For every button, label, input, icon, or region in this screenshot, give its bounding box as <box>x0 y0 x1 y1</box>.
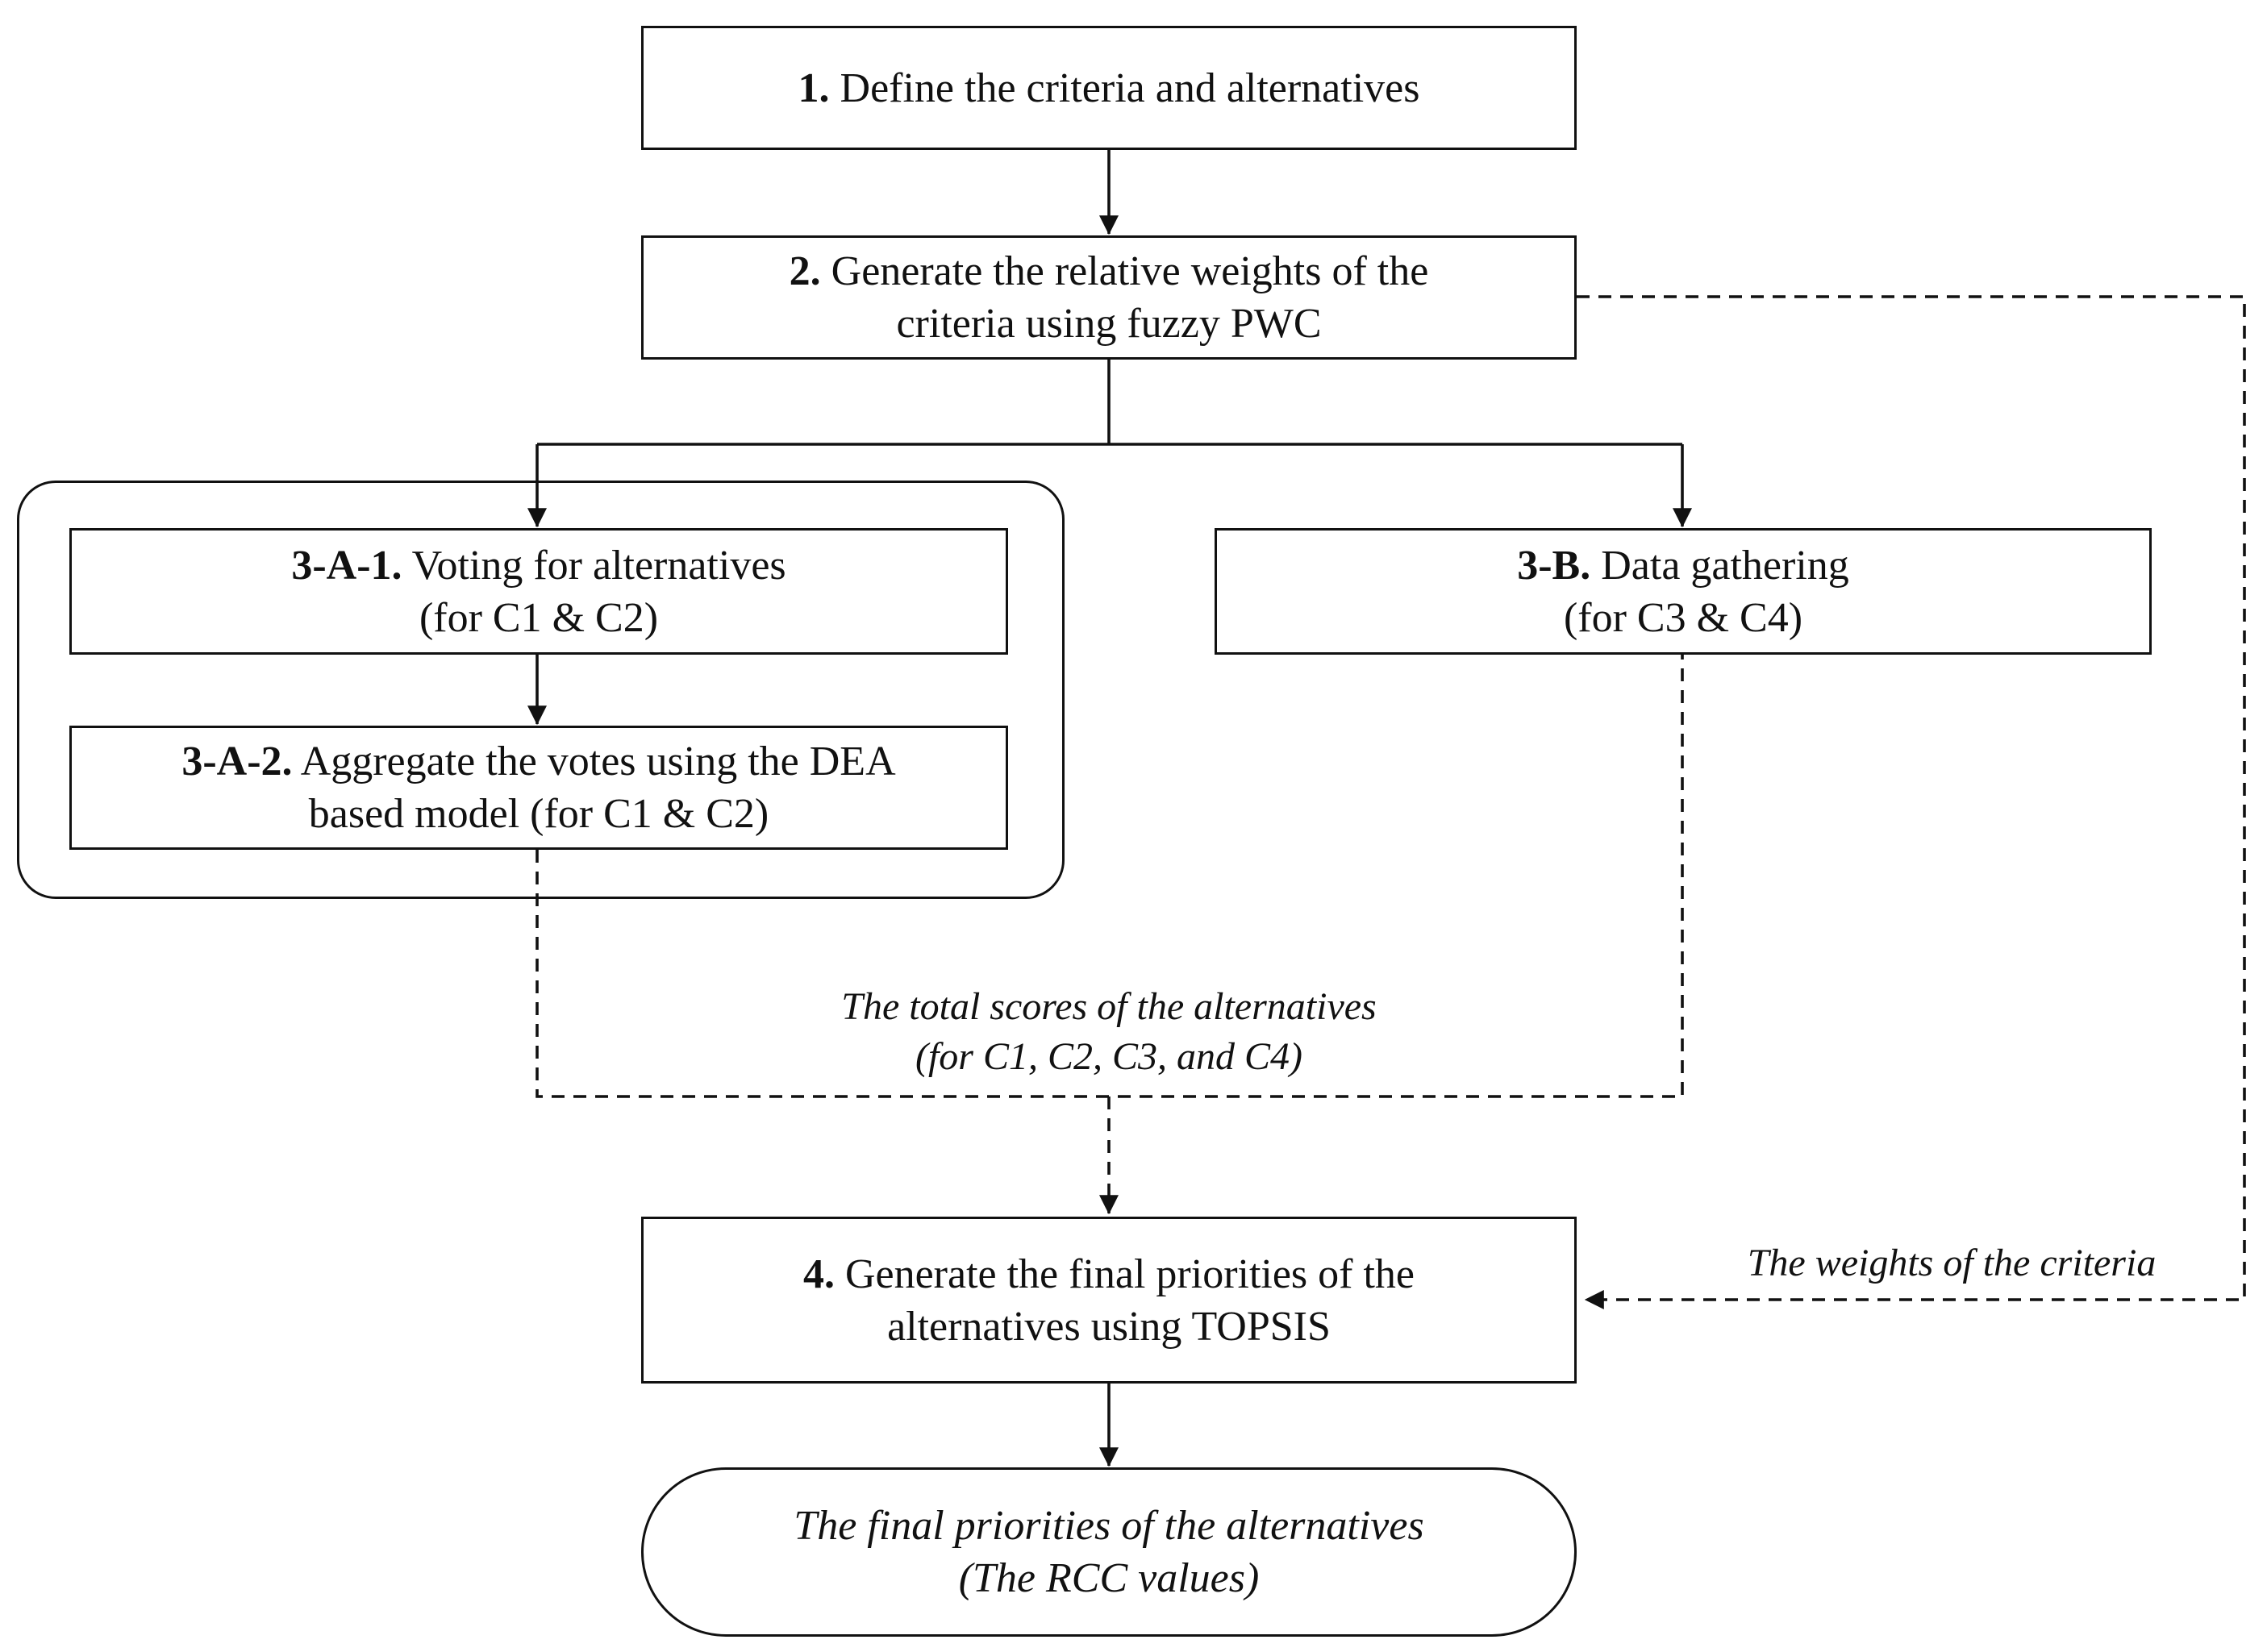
step2-text-line2: criteria using fuzzy PWC <box>896 301 1322 347</box>
step4-text-line1: Generate the final priorities of the <box>844 1250 1415 1297</box>
step1-number: 1. <box>798 64 830 111</box>
result-line2: (The RCC values) <box>958 1555 1260 1601</box>
step3b-text-line1: Data gathering <box>1601 542 1849 589</box>
step3a-group <box>17 481 1065 899</box>
step2-number: 2. <box>789 248 821 294</box>
step3b-number: 3-B. <box>1517 542 1591 589</box>
step3a2-box: 3-A-2. Aggregate the votes using the DEA… <box>69 726 1008 850</box>
step4-box: 4. Generate the final priorities of the … <box>641 1217 1577 1384</box>
dashed-step3a2-to-merge <box>535 655 1684 1098</box>
weights-label-text: The weights of the criteria <box>1747 1242 2157 1284</box>
step3a2-text-line2: based model (for C1 & C2) <box>308 791 769 837</box>
step4-text-line2: alternatives using TOPSIS <box>887 1303 1331 1350</box>
step3a2-text-line1: Aggregate the votes using the DEA <box>300 739 896 784</box>
step3a1-text-line2: (for C1 & C2) <box>419 594 659 641</box>
step3a1-number: 3-A-1. <box>291 542 402 589</box>
step2-text-line1: Generate the relative weights of the <box>831 248 1429 294</box>
result-terminal: The final priorities of the alternatives… <box>641 1467 1577 1637</box>
step2-box: 2. Generate the relative weights of the … <box>641 235 1577 360</box>
step3b-text-line2: (for C3 & C4) <box>1563 594 1803 641</box>
total-scores-line2: (for C1, C2, C3, and C4) <box>915 1035 1303 1078</box>
weights-label: The weights of the criteria <box>1718 1238 2186 1288</box>
result-line1: The final priorities of the alternatives <box>794 1503 1424 1549</box>
step3a1-text-line1: Voting for alternatives <box>411 542 786 589</box>
step1-box: 1. Define the criteria and alternatives <box>641 26 1577 150</box>
total-scores-line1: The total scores of the alternatives <box>841 985 1377 1028</box>
step1-text: Define the criteria and alternatives <box>840 64 1420 111</box>
dashed-weights-path <box>1577 295 2246 1309</box>
total-scores-label: The total scores of the alternatives (fo… <box>815 982 1403 1082</box>
step3b-box: 3-B. Data gathering (for C3 & C4) <box>1215 528 2152 655</box>
step3a1-box: 3-A-1. Voting for alternatives (for C1 &… <box>69 528 1008 655</box>
step4-number: 4. <box>802 1250 835 1297</box>
step3a2-number: 3-A-2. <box>181 739 293 784</box>
